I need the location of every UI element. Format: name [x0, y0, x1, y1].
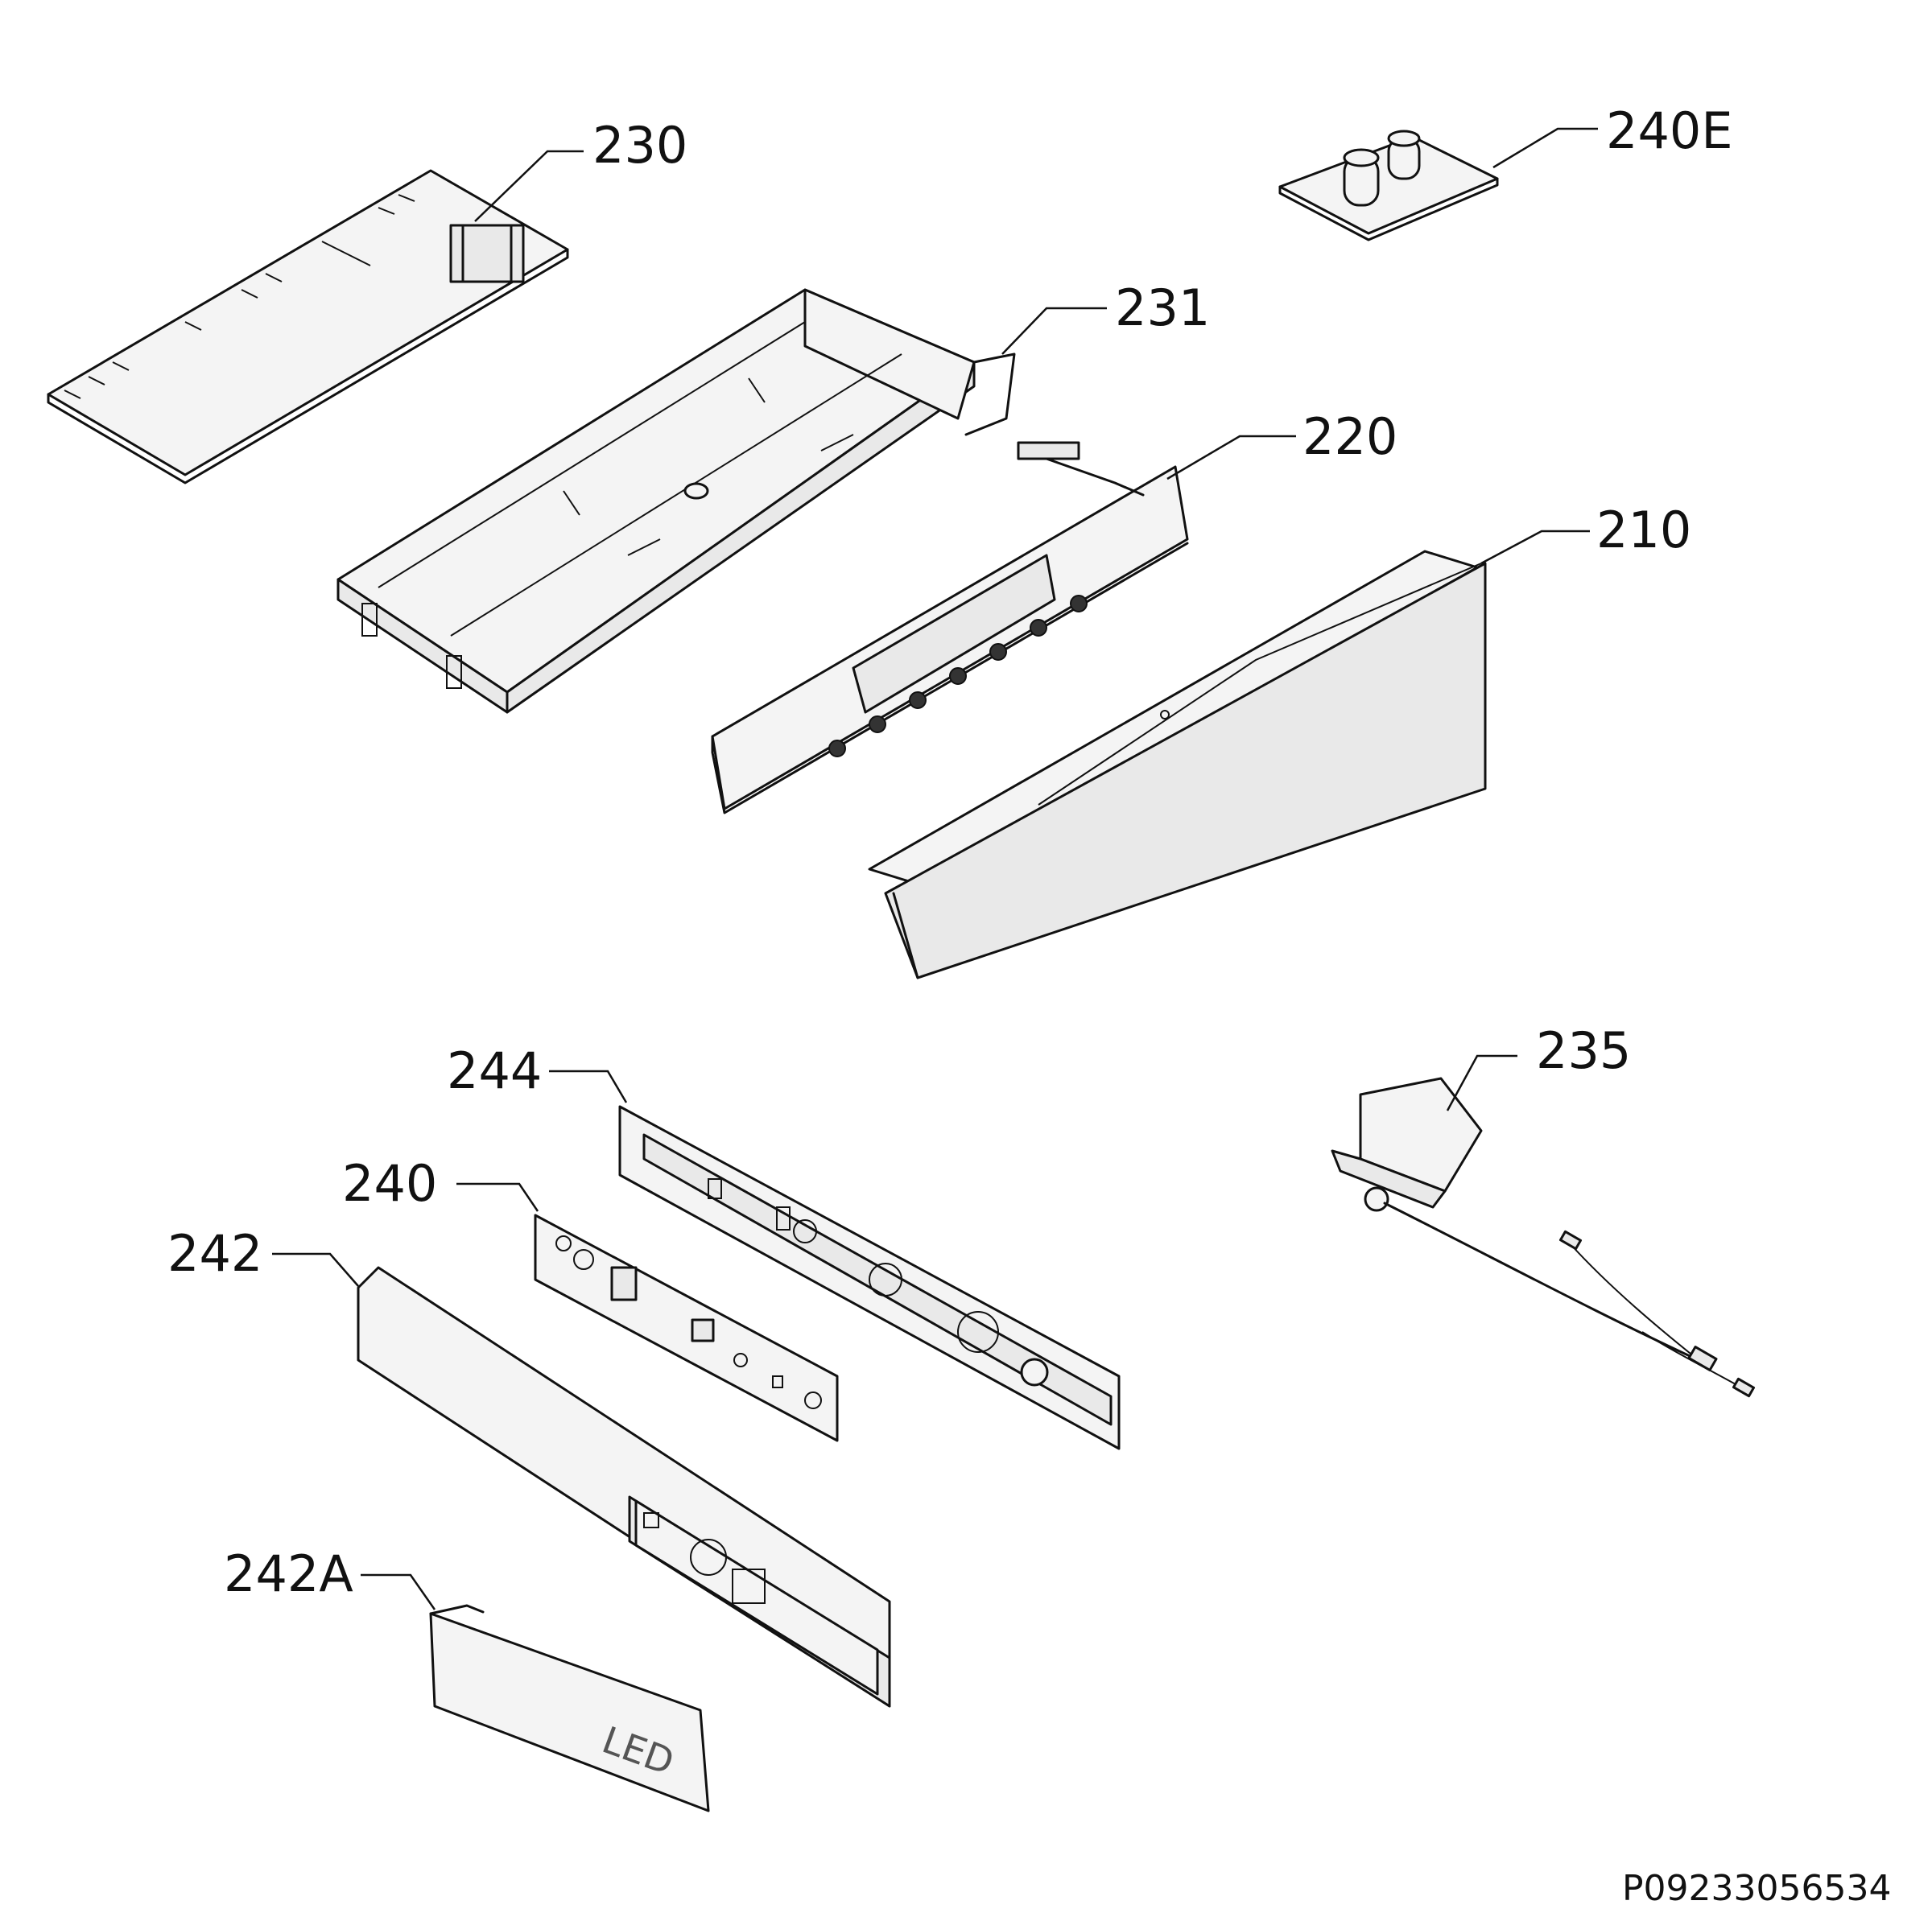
callout-220: 220: [1302, 407, 1398, 466]
leader-230: [474, 150, 584, 222]
callout-231: 231: [1115, 278, 1211, 337]
leader-210: [1480, 530, 1590, 565]
part-235-transformer: [1331, 1077, 1756, 1398]
part-240-display-pcb: [534, 1214, 839, 1442]
leader-244: [549, 1070, 628, 1103]
leader-235: [1446, 1054, 1517, 1111]
leader-240E: [1492, 127, 1598, 169]
leader-242A: [361, 1573, 436, 1610]
part-210-front-bar: [868, 550, 1487, 979]
callout-242A: 242A: [224, 1544, 353, 1603]
callout-240E: 240E: [1606, 101, 1733, 160]
leader-240: [456, 1182, 539, 1212]
part-240E-capacitor-board: [1278, 130, 1499, 241]
part-242A-led-cover: LED: [429, 1604, 710, 1812]
part-220-control-pcb: [711, 441, 1189, 814]
leader-231: [1001, 307, 1107, 355]
callout-230: 230: [592, 116, 688, 175]
leader-242: [272, 1252, 359, 1287]
part-230-pcb-board: [47, 169, 569, 484]
callout-240: 240: [342, 1154, 438, 1213]
callout-242: 242: [167, 1224, 263, 1283]
part-244-frame: [618, 1105, 1121, 1450]
callout-244: 244: [447, 1041, 543, 1100]
callout-235: 235: [1536, 1021, 1632, 1080]
drawing-code: P09233056534: [1622, 1868, 1892, 1909]
leader-220: [1166, 435, 1296, 480]
callout-210: 210: [1596, 501, 1692, 559]
part-231-housing-tray: [336, 288, 1016, 714]
part-242-fascia: [357, 1266, 891, 1708]
